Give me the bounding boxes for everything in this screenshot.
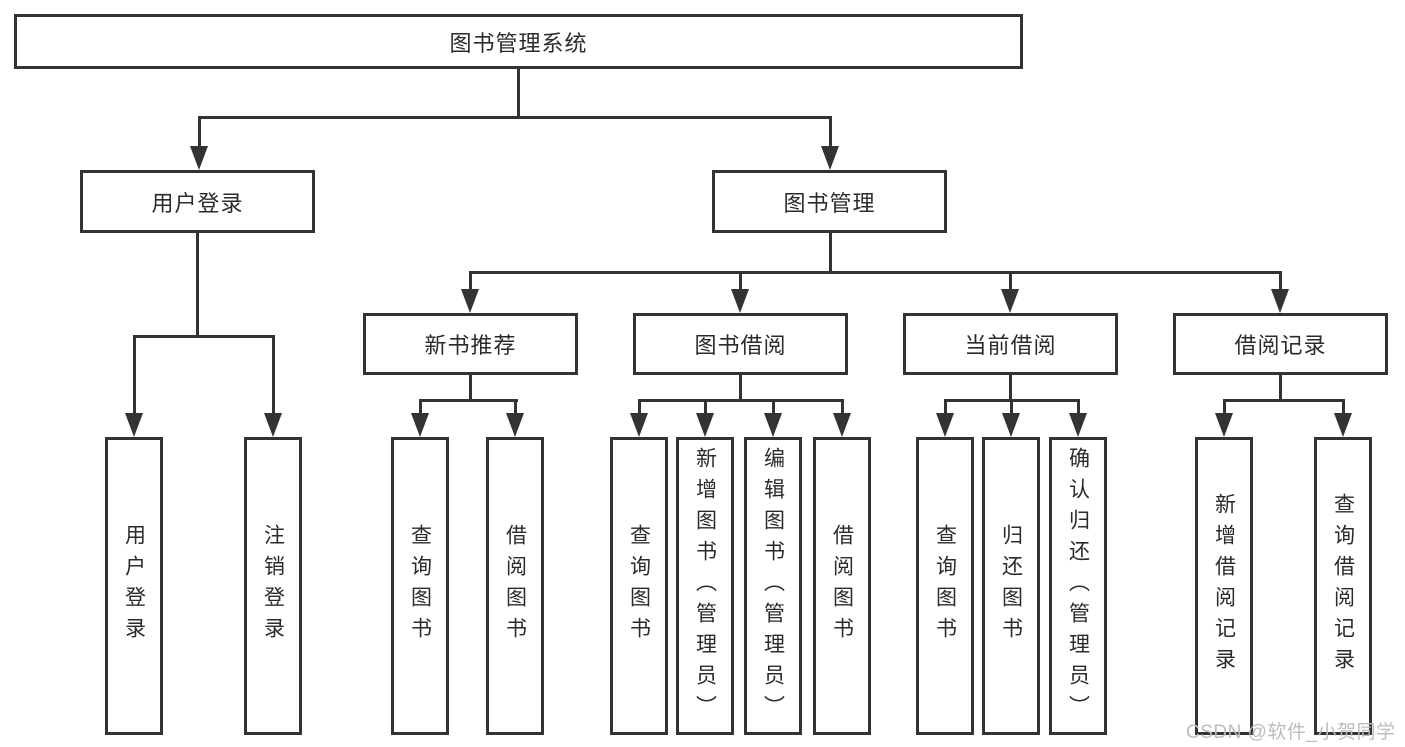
connector-line xyxy=(638,399,844,402)
node-leaf-user-login: 用户登录 xyxy=(105,437,163,735)
node-label: 注销登录 xyxy=(261,524,285,648)
connector-line xyxy=(514,399,517,415)
connector-line xyxy=(469,271,1282,274)
connector-line xyxy=(133,335,136,415)
arrow-down-icon xyxy=(936,413,954,437)
node-leaf-add-books-admin: 新增图书（管理员） xyxy=(676,437,734,735)
csdn-watermark: CSDN @软件_小贺同学 xyxy=(1186,722,1396,743)
node-leaf-borrow-books-1: 借阅图书 xyxy=(486,437,544,735)
node-leaf-query-borrow-record: 查询借阅记录 xyxy=(1314,437,1372,735)
arrow-down-icon xyxy=(764,413,782,437)
connector-line xyxy=(196,233,199,337)
node-leaf-return-books: 归还图书 xyxy=(982,437,1040,735)
connector-line xyxy=(1010,399,1013,415)
node-leaf-query-books-2: 查询图书 xyxy=(610,437,668,735)
arrow-down-icon xyxy=(411,413,429,437)
connector-line xyxy=(1077,399,1080,415)
connector-line xyxy=(1279,375,1282,402)
arrow-down-icon xyxy=(264,413,282,437)
arrow-down-icon xyxy=(506,413,524,437)
connector-line xyxy=(1223,399,1226,415)
node-label: 用户登录 xyxy=(122,524,146,648)
node-leaf-query-books-3: 查询图书 xyxy=(916,437,974,735)
node-label: 归还图书 xyxy=(999,524,1023,648)
arrow-down-icon xyxy=(1001,289,1019,313)
node-leaf-confirm-return-admin: 确认归还（管理员） xyxy=(1049,437,1107,735)
connector-line xyxy=(517,69,520,118)
arrow-down-icon xyxy=(630,413,648,437)
connector-line xyxy=(944,399,947,415)
node-label: 查询借阅记录 xyxy=(1331,493,1355,679)
connector-line xyxy=(739,375,742,402)
connector-line xyxy=(469,271,472,293)
arrow-down-icon xyxy=(125,413,143,437)
connector-line xyxy=(1223,399,1345,402)
connector-line xyxy=(419,399,422,415)
arrow-down-icon xyxy=(696,413,714,437)
node-label: 借阅记录 xyxy=(1234,333,1327,358)
node-leaf-borrow-books-2: 借阅图书 xyxy=(813,437,871,735)
arrow-down-icon xyxy=(1002,413,1020,437)
node-leaf-edit-books-admin: 编辑图书（管理员） xyxy=(744,437,802,735)
node-current-borrowing: 当前借阅 xyxy=(903,313,1118,375)
connector-line xyxy=(272,335,275,415)
node-new-book-recommend: 新书推荐 xyxy=(363,313,578,375)
connector-line xyxy=(198,116,201,148)
connector-line xyxy=(772,399,775,415)
connector-line xyxy=(704,399,707,415)
connector-line xyxy=(469,375,472,402)
arrow-down-icon xyxy=(821,146,839,170)
node-user-login-branch: 用户登录 xyxy=(80,170,315,233)
arrow-down-icon xyxy=(190,146,208,170)
node-label: 查询图书 xyxy=(933,524,957,648)
arrow-down-icon xyxy=(1271,289,1289,313)
node-label: 编辑图书（管理员） xyxy=(761,446,785,726)
connector-line xyxy=(739,271,742,293)
connector-line xyxy=(1279,271,1282,293)
arrow-down-icon xyxy=(731,289,749,313)
node-label: 确认归还（管理员） xyxy=(1066,446,1090,726)
node-leaf-add-borrow-record: 新增借阅记录 xyxy=(1195,437,1253,735)
connector-line xyxy=(638,399,641,415)
arrow-down-icon xyxy=(461,289,479,313)
node-label: 查询图书 xyxy=(627,524,651,648)
node-label: 当前借阅 xyxy=(964,333,1057,358)
node-label: 图书管理 xyxy=(783,190,876,216)
node-label: 新增借阅记录 xyxy=(1212,493,1236,679)
node-book-management-branch: 图书管理 xyxy=(712,170,947,233)
node-borrowing-records: 借阅记录 xyxy=(1173,313,1388,375)
node-label: 图书管理系统 xyxy=(449,30,588,56)
connector-line xyxy=(841,399,844,415)
node-leaf-logout: 注销登录 xyxy=(244,437,302,735)
node-label: 借阅图书 xyxy=(830,524,854,648)
arrow-down-icon xyxy=(1069,413,1087,437)
node-book-borrowing: 图书借阅 xyxy=(633,313,848,375)
connector-line xyxy=(829,233,832,273)
node-root-library-system: 图书管理系统 xyxy=(14,14,1023,69)
node-label: 查询图书 xyxy=(408,524,432,648)
connector-line xyxy=(198,116,832,119)
connector-line xyxy=(829,116,832,148)
node-leaf-query-books-1: 查询图书 xyxy=(391,437,449,735)
arrow-down-icon xyxy=(1334,413,1352,437)
connector-line xyxy=(1342,399,1345,415)
connector-line xyxy=(133,335,275,338)
node-label: 图书借阅 xyxy=(694,333,787,358)
connector-line xyxy=(419,399,518,402)
connector-line xyxy=(1009,375,1012,402)
node-label: 新书推荐 xyxy=(424,333,517,358)
arrow-down-icon xyxy=(1215,413,1233,437)
node-label: 借阅图书 xyxy=(503,524,527,648)
node-label: 用户登录 xyxy=(151,190,244,216)
connector-line xyxy=(1009,271,1012,293)
node-label: 新增图书（管理员） xyxy=(693,446,717,726)
arrow-down-icon xyxy=(833,413,851,437)
